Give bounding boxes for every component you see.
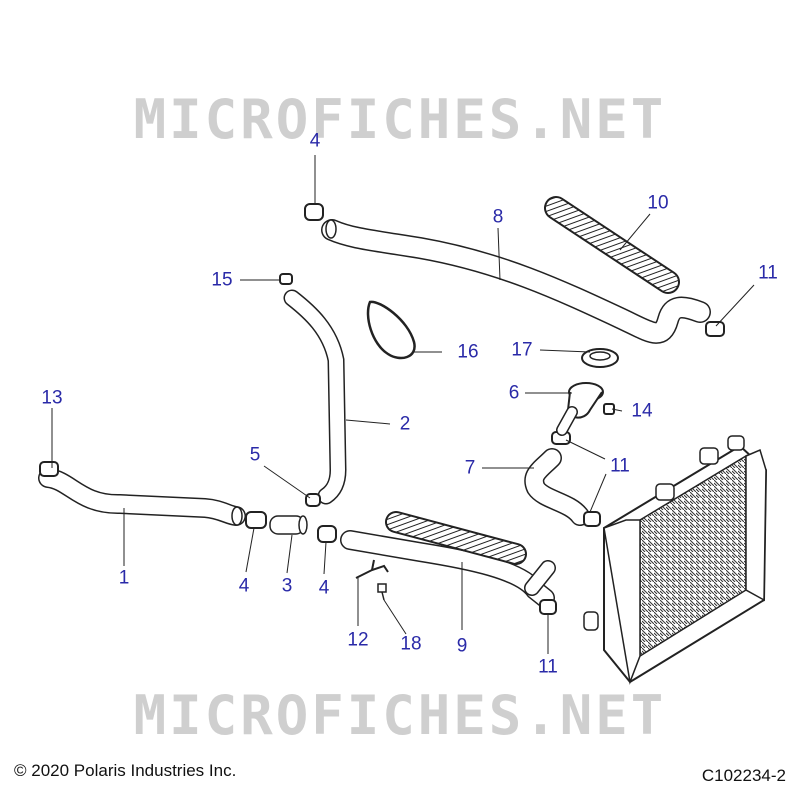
callout-3: 3	[281, 575, 293, 597]
clamp-4b	[317, 525, 337, 543]
diagram-id: C102234-2	[701, 766, 786, 785]
callout-7: 7	[464, 457, 476, 479]
clamp-13	[39, 461, 59, 477]
sleeve-10	[544, 196, 680, 294]
callout-8: 8	[492, 206, 504, 228]
hose-2	[283, 289, 347, 505]
strap-16	[366, 300, 416, 360]
callout-16: 16	[457, 341, 479, 363]
watermark-top: MICROFICHES.NET	[133, 88, 667, 151]
clamp-11c	[583, 511, 601, 527]
hose-8	[321, 219, 711, 344]
hose-9	[340, 530, 556, 608]
callout-1: 1	[118, 567, 130, 589]
leader-lines	[51, 155, 755, 654]
callout-12: 12	[347, 629, 369, 651]
callout-9: 9	[456, 635, 468, 657]
clamp-11d	[539, 599, 557, 615]
leader-4a	[245, 527, 255, 573]
bracket-12	[355, 559, 389, 579]
leader-14	[611, 408, 623, 412]
clamp-4c	[304, 203, 324, 221]
callout-2: 2	[399, 413, 411, 435]
callout-13: 13	[41, 387, 63, 409]
copyright-text: © 2020 Polaris Industries Inc.	[14, 761, 237, 780]
leader-4b	[323, 541, 327, 575]
callout-5: 5	[249, 444, 261, 466]
sleeve-lower	[385, 511, 527, 565]
radiator	[583, 435, 768, 685]
watermark-bottom: MICROFICHES.NET	[133, 684, 667, 747]
callout-14: 14	[631, 400, 653, 422]
leader-5	[263, 465, 311, 499]
leader-8	[497, 227, 501, 281]
bolt-18	[377, 583, 387, 601]
callout-18: 18	[400, 633, 422, 655]
leader-17	[539, 349, 591, 353]
hose-1	[38, 468, 246, 526]
callout-4-left: 4	[238, 575, 250, 597]
leader-11b	[565, 439, 606, 460]
leader-3	[286, 534, 293, 574]
clamp-11a	[705, 321, 725, 337]
callout-6: 6	[508, 382, 520, 404]
leader-10	[619, 213, 651, 251]
clamp-15	[279, 273, 293, 285]
tube-3	[269, 515, 308, 535]
callout-4-right: 4	[318, 577, 330, 599]
clamp-5	[305, 493, 321, 507]
radiator-cap-17	[581, 348, 619, 368]
callout-11-bottom: 11	[538, 656, 558, 678]
callout-10: 10	[647, 192, 669, 214]
callout-17: 17	[511, 339, 533, 361]
callout-11-mid: 11	[610, 455, 630, 477]
leader-11a	[715, 284, 755, 327]
leader-18	[383, 599, 407, 635]
clamp-4a	[245, 511, 267, 529]
callout-11-top: 11	[758, 262, 778, 284]
hose-7	[524, 448, 590, 526]
callout-15: 15	[211, 269, 233, 291]
leader-11c	[589, 473, 607, 513]
leader-2	[345, 419, 391, 425]
filler-neck-6	[556, 382, 604, 436]
callout-4-top: 4	[309, 130, 321, 152]
